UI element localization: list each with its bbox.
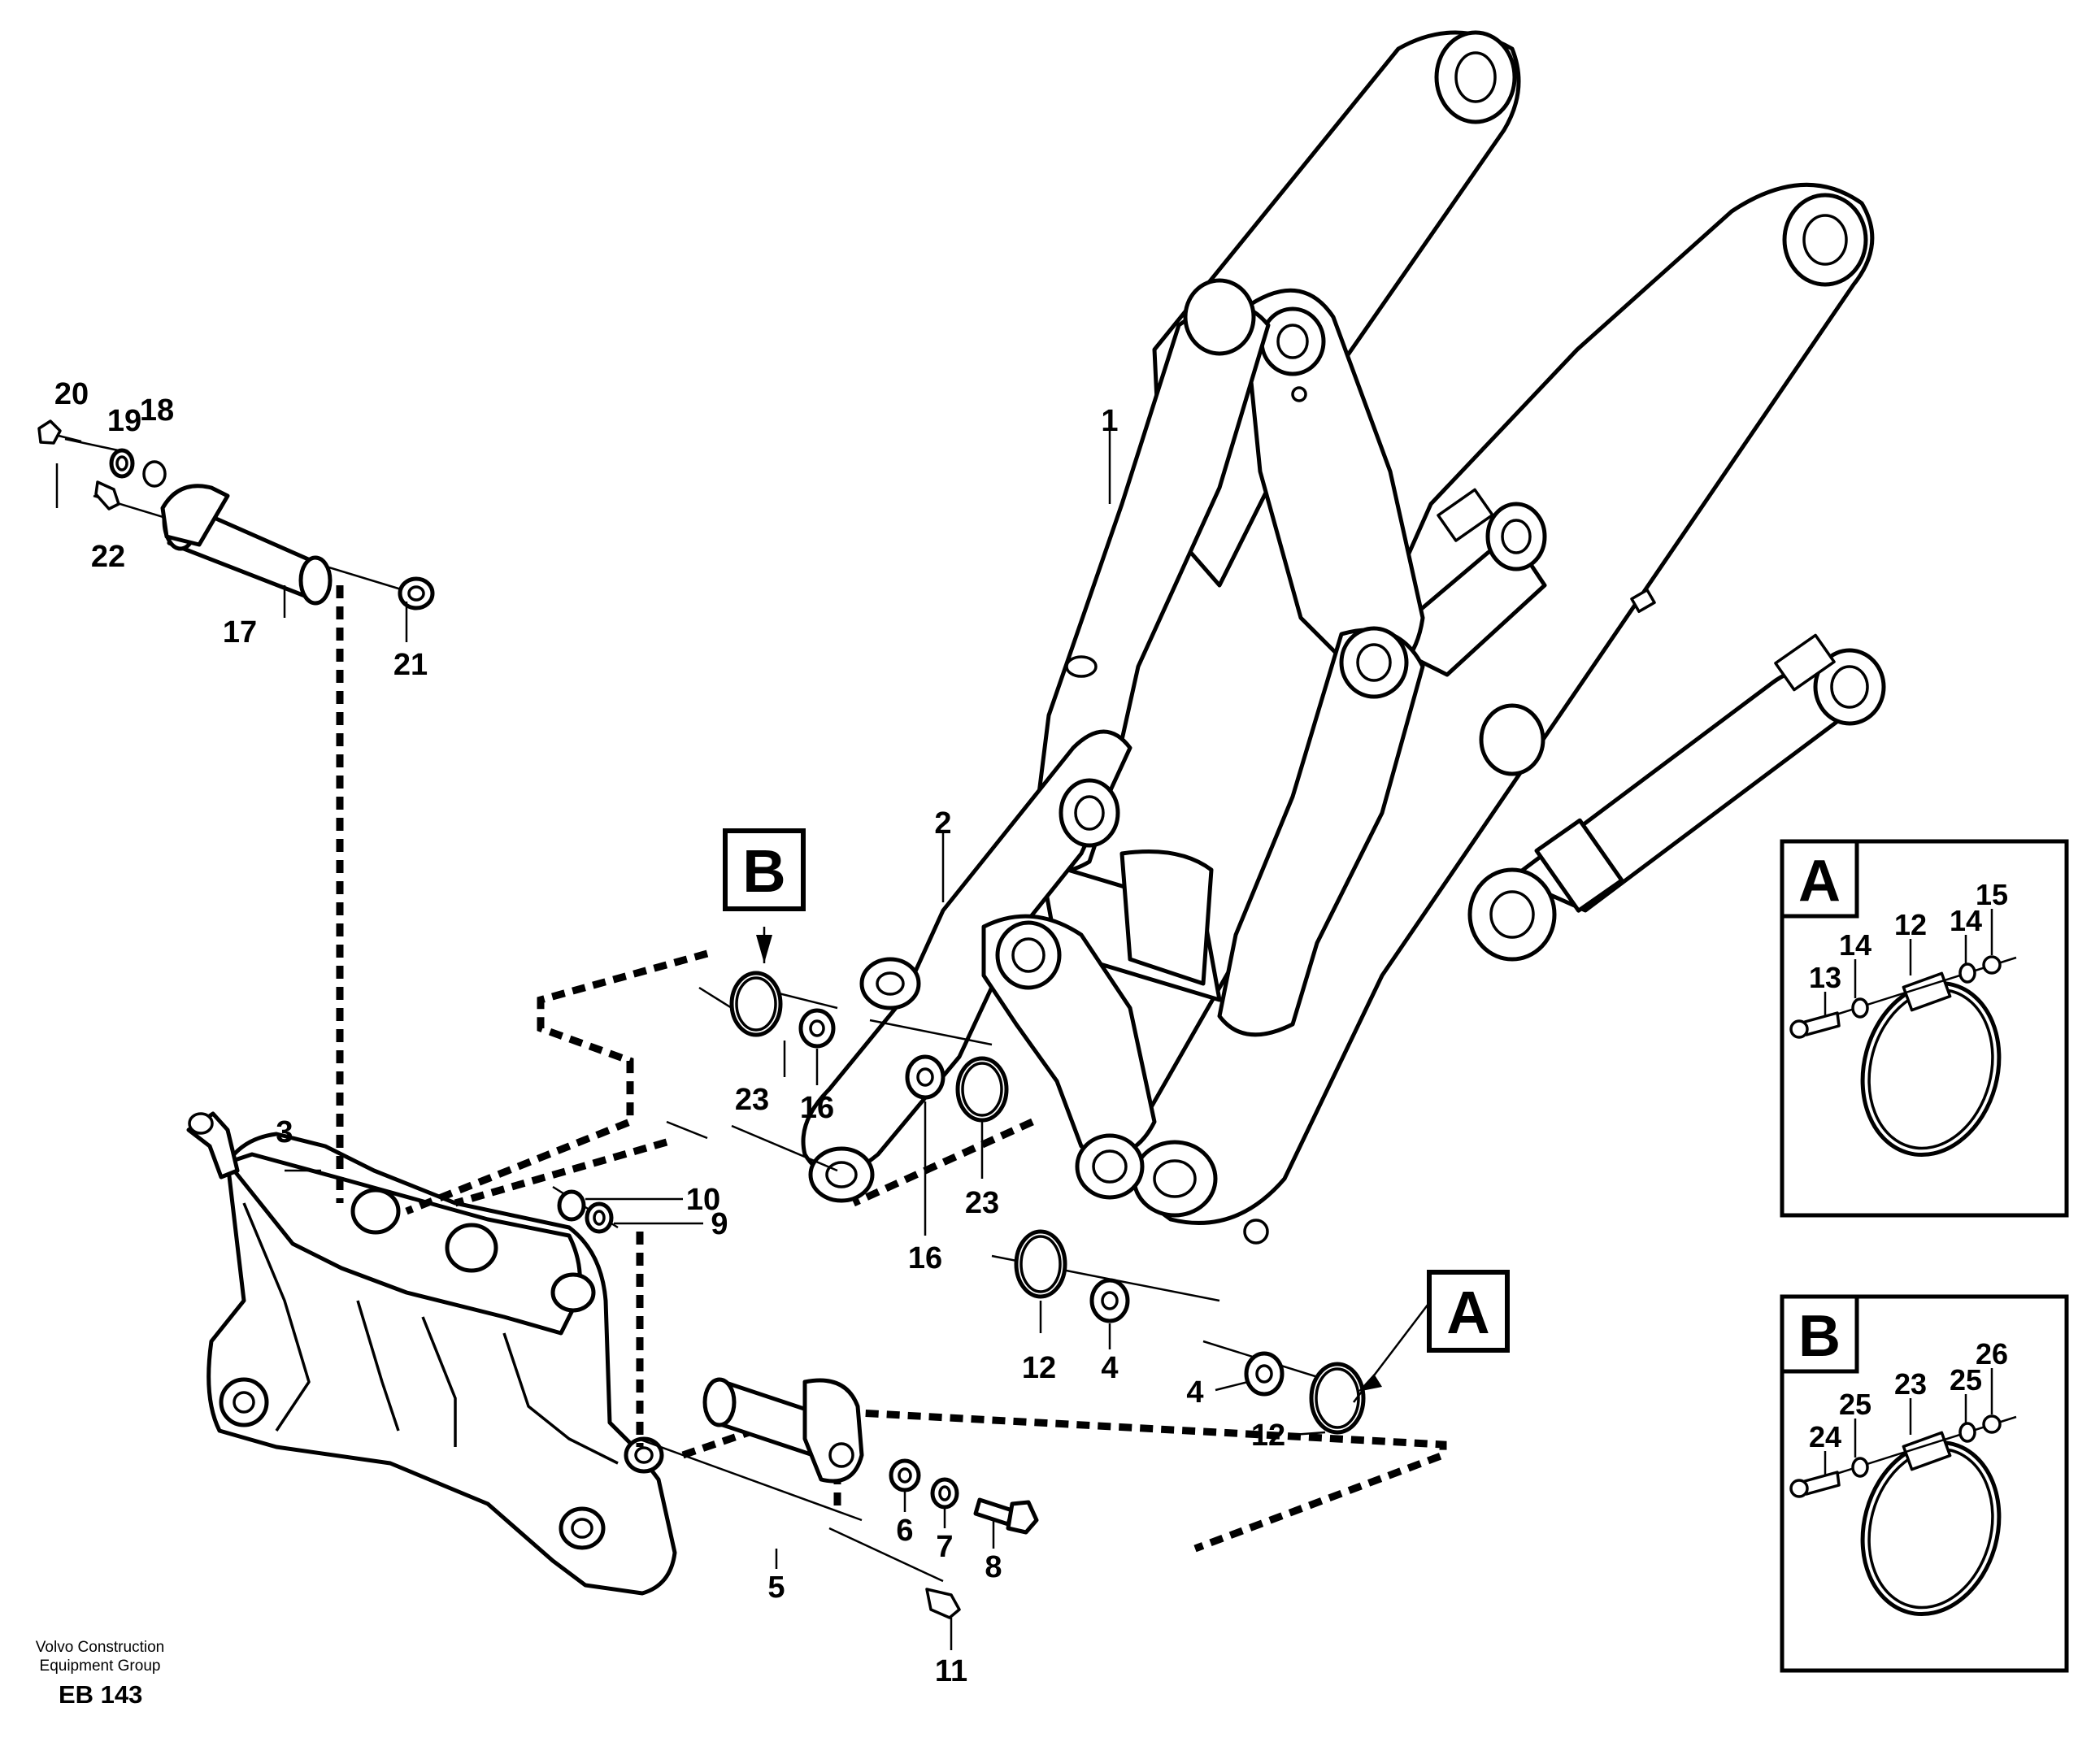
snap-ring-part-23-lower xyxy=(955,1056,1009,1123)
label-part-19: 19 xyxy=(107,404,141,438)
front-frame-part-3 xyxy=(186,1111,677,1596)
svg-text:25: 25 xyxy=(1839,1388,1871,1421)
snap-ring-part-12-lower xyxy=(1309,1362,1366,1435)
svg-text:A: A xyxy=(1798,849,1841,914)
svg-text:24: 24 xyxy=(1809,1420,1841,1453)
lift-arm-assembly xyxy=(801,30,1886,1245)
svg-text:12: 12 xyxy=(1894,908,1927,941)
svg-text:25: 25 xyxy=(1950,1363,1982,1397)
svg-text:A: A xyxy=(1446,1279,1489,1346)
label-part-4-upper: 4 xyxy=(1101,1351,1118,1385)
spacer-part-18 xyxy=(142,460,167,488)
svg-text:13: 13 xyxy=(1809,961,1841,994)
footer-code: EB 143 xyxy=(59,1680,142,1709)
label-part-1: 1 xyxy=(1101,404,1118,438)
svg-text:B: B xyxy=(742,837,785,905)
label-part-3: 3 xyxy=(276,1115,293,1149)
inset-b-snap-ring xyxy=(1860,1431,2002,1617)
label-part-2: 2 xyxy=(934,806,951,841)
svg-text:26: 26 xyxy=(1976,1337,2008,1371)
label-part-16-lower: 16 xyxy=(908,1241,942,1275)
snap-ring-part-23-upper xyxy=(729,971,783,1037)
svg-text:15: 15 xyxy=(1976,878,2008,911)
inset-a: A 13 14 12 14 15 xyxy=(1780,839,2069,1218)
callout-b-arrow xyxy=(756,935,772,963)
svg-text:23: 23 xyxy=(1894,1367,1927,1401)
footer-company-line2: Equipment Group xyxy=(40,1658,161,1675)
label-part-7: 7 xyxy=(936,1530,953,1564)
label-part-6: 6 xyxy=(896,1514,913,1548)
washer-part-10 xyxy=(557,1189,586,1222)
label-part-23-lower: 23 xyxy=(965,1186,999,1220)
pin-part-5 xyxy=(702,1377,864,1484)
part-labels: 1 2 3 4 4 5 6 7 8 9 10 11 12 12 16 16 17… xyxy=(54,377,1285,1688)
label-part-18: 18 xyxy=(140,393,174,428)
callout-b: B xyxy=(723,828,806,911)
callout-a-arrow xyxy=(1358,1374,1382,1392)
snap-ring-part-12-upper xyxy=(1014,1229,1067,1299)
back-lift-arm xyxy=(1152,30,1521,588)
front-arm-middle-hole xyxy=(1479,703,1545,776)
hardware-parts xyxy=(37,419,1366,1619)
bolt-part-20 xyxy=(37,419,82,445)
label-part-23-upper: 23 xyxy=(735,1083,769,1117)
label-part-9: 9 xyxy=(711,1207,728,1241)
label-part-22: 22 xyxy=(91,540,125,574)
svg-text:B: B xyxy=(1798,1304,1841,1369)
svg-text:14: 14 xyxy=(1950,904,1982,937)
label-part-20: 20 xyxy=(54,377,89,411)
label-part-17: 17 xyxy=(223,615,257,650)
svg-text:14: 14 xyxy=(1839,928,1871,962)
label-part-12-lower: 12 xyxy=(1251,1419,1285,1453)
inset-b: B 24 25 23 25 26 xyxy=(1780,1294,2069,1673)
grease-nipple-part-11 xyxy=(925,1588,961,1619)
label-part-4-lower: 4 xyxy=(1186,1375,1203,1410)
label-part-5: 5 xyxy=(767,1571,785,1605)
label-part-11: 11 xyxy=(935,1654,967,1688)
inset-a-snap-ring xyxy=(1860,971,2002,1158)
label-part-12-upper: 12 xyxy=(1022,1351,1056,1385)
label-part-10: 10 xyxy=(686,1183,720,1217)
pin-part-17 xyxy=(160,484,333,606)
footer: Volvo Construction Equipment Group EB 14… xyxy=(36,1639,164,1709)
leader-lines xyxy=(55,431,1432,1650)
label-part-16-upper: 16 xyxy=(800,1091,834,1125)
grease-nipple-part-22 xyxy=(94,480,120,511)
label-part-21: 21 xyxy=(393,648,428,682)
bolt-part-8 xyxy=(973,1497,1039,1535)
label-part-8: 8 xyxy=(985,1550,1002,1584)
footer-company-line1: Volvo Construction xyxy=(36,1639,164,1656)
nut-part-21 xyxy=(398,576,435,610)
callout-a: A xyxy=(1427,1270,1510,1353)
